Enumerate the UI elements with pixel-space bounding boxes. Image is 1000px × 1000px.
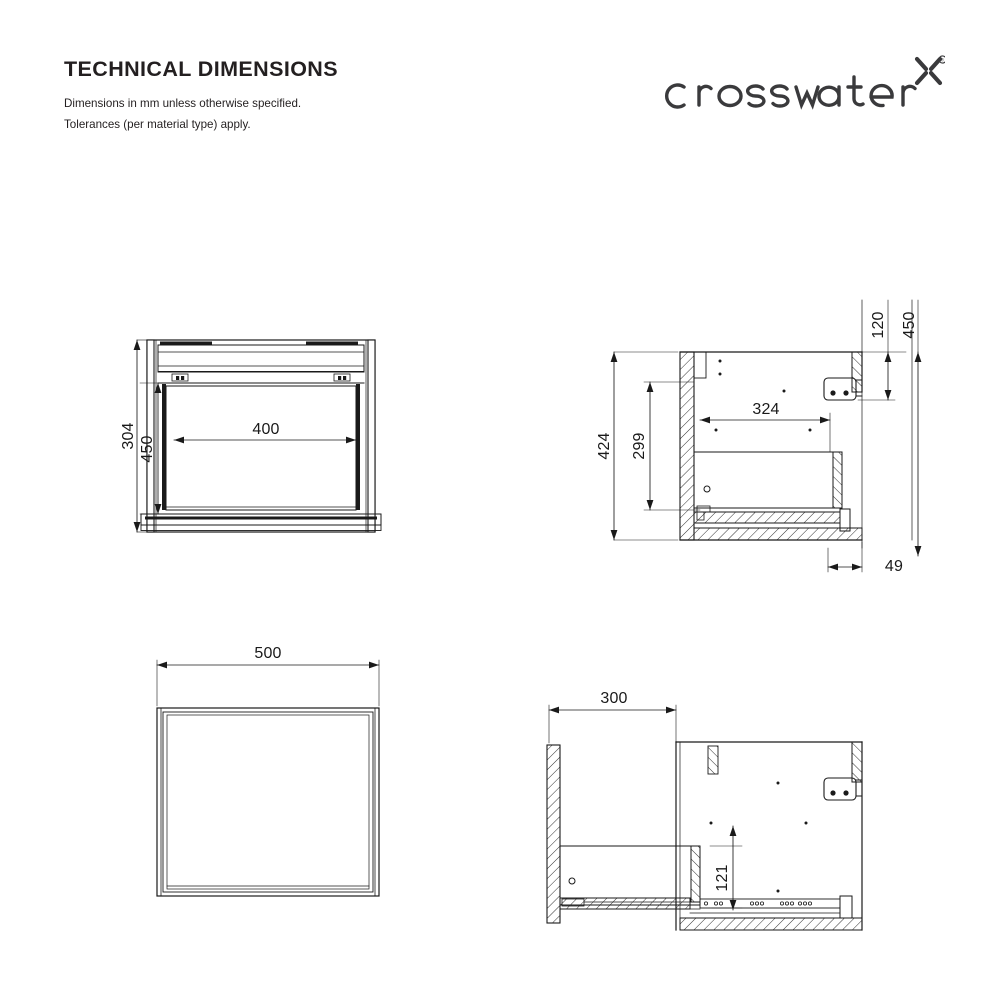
dimension-49-label: 49 — [885, 558, 903, 575]
dimension-500-label: 500 — [254, 645, 281, 662]
dimension-450-front: 450 — [139, 382, 167, 515]
dimension-120-label: 120 — [870, 311, 887, 338]
wall-bracket-icon — [823, 377, 863, 401]
side-section-drawer-open-view: 300 121 — [546, 690, 863, 931]
dimension-400-label: 400 — [252, 421, 279, 438]
header-block: TECHNICAL DIMENSIONS Dimensions in mm un… — [64, 57, 624, 136]
dimension-49: 49 — [827, 541, 903, 575]
dimension-324-label: 324 — [752, 401, 779, 418]
dimension-450-front-label: 450 — [139, 435, 156, 462]
dimension-304: 304 — [120, 339, 153, 533]
dimension-121: 121 — [709, 825, 743, 911]
dimension-450-side-label: 450 — [901, 311, 918, 338]
ball-bearing-runner — [704, 901, 813, 906]
dimension-300: 300 — [548, 690, 677, 744]
dimension-121-label: 121 — [714, 864, 731, 891]
plan-top-view: 500 — [156, 645, 380, 897]
dimension-324: 324 — [699, 401, 831, 453]
x-star-icon — [914, 56, 943, 86]
construction-dots-open — [709, 781, 808, 893]
dimension-424-label: 424 — [596, 432, 613, 459]
dimension-450-side: 450 — [901, 299, 922, 557]
crosswater-logo-svg: ® — [664, 55, 945, 110]
note-units: Dimensions in mm unless otherwise specif… — [64, 96, 302, 110]
dimension-500: 500 — [156, 645, 380, 707]
dimension-400: 400 — [173, 421, 357, 444]
dimension-424: 424 — [596, 351, 679, 541]
dimension-304-label: 304 — [120, 422, 137, 449]
brand-logo: ® — [655, 55, 945, 117]
registered-trademark-icon — [938, 55, 945, 64]
dimension-120: 120 — [857, 299, 907, 401]
registered-trademark-glyph: ® — [941, 57, 945, 63]
wall-bracket-icon-open — [823, 777, 863, 801]
dimension-300-label: 300 — [600, 690, 627, 707]
side-section-closed-view: 424 299 324 — [596, 299, 922, 575]
note-tolerances: Tolerances (per material type) apply. — [64, 118, 251, 132]
page-title: TECHNICAL DIMENSIONS — [64, 57, 338, 81]
construction-dots — [714, 359, 812, 432]
front-elevation-view: 304 450 400 — [120, 339, 382, 533]
dimension-299: 299 — [631, 381, 701, 511]
dimension-299-label: 299 — [631, 432, 648, 459]
